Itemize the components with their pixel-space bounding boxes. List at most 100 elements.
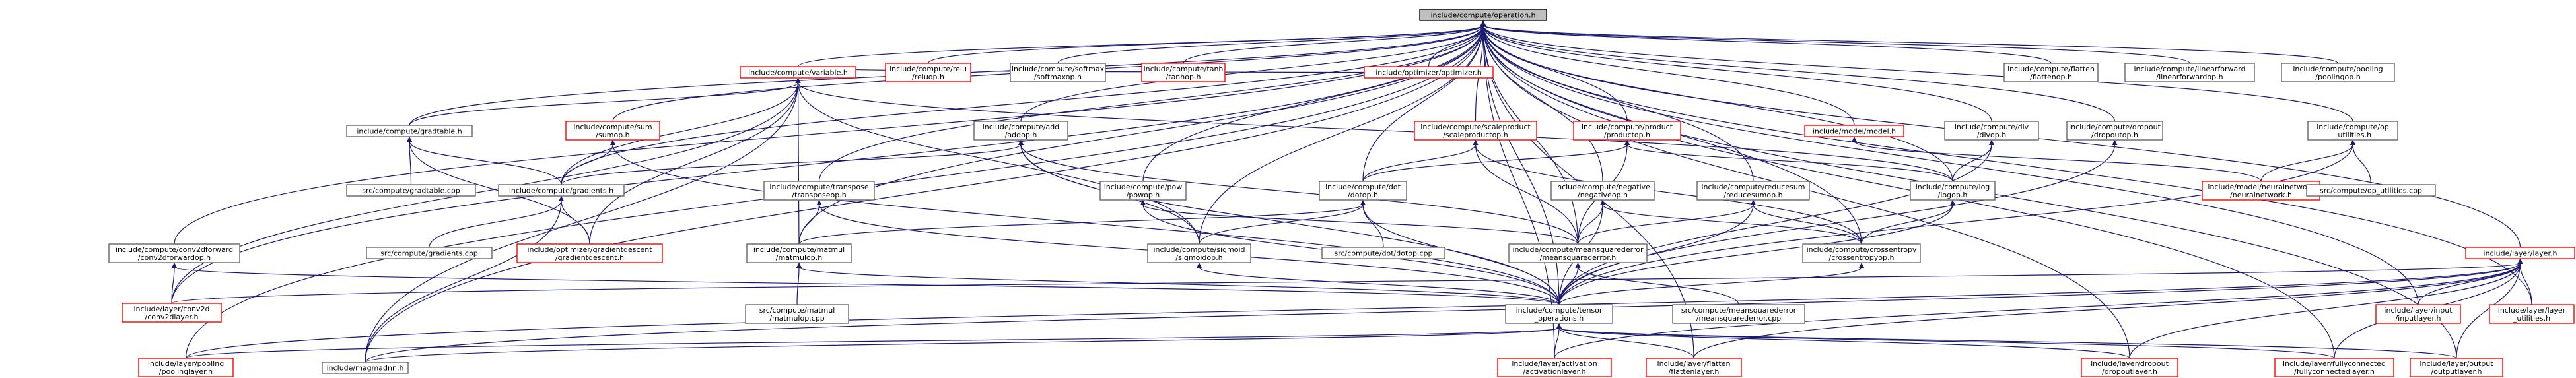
node-div-label-1: /divop.h <box>1977 131 2006 139</box>
edge-conv2dlayer-to-root <box>171 24 1484 304</box>
node-outputlayer[interactable]: include/layer/output/outputlayer.h <box>2410 358 2503 377</box>
edge-tensor_ops-to-dropout <box>1558 144 2116 305</box>
node-div[interactable]: include/compute/div/divop.h <box>1944 121 2039 141</box>
node-scaleproduct[interactable]: include/compute/scaleproduct/scaleproduc… <box>1414 121 1537 141</box>
node-gradientdescent-label-0: include/optimizer/gradientdescent <box>527 245 652 254</box>
edge-tanh-to-root <box>1183 24 1484 64</box>
node-meansquared_cpp-label-1: /meansquarederror.cpp <box>1696 314 1782 323</box>
node-sigmoid[interactable]: include/compute/sigmoid/sigmoidop.h <box>1147 243 1251 263</box>
node-dropoutlayer[interactable]: include/layer/dropout/dropoutlayer.h <box>2081 358 2178 377</box>
node-meansquared_cpp[interactable]: src/compute/meansquarederror/meansquared… <box>1672 304 1805 324</box>
node-tanh-label-1: /tanhop.h <box>1166 73 1201 81</box>
node-log-label-1: /logop.h <box>1938 191 1968 199</box>
node-crossentropy[interactable]: include/compute/crossentropy/crossentrop… <box>1802 243 1921 263</box>
node-transpose[interactable]: include/compute/transpose/transposeop.h <box>763 181 875 201</box>
node-matmul_cpp[interactable]: src/compute/matmul/matmulop.cpp <box>745 304 849 324</box>
node-gradtable_cpp[interactable]: src/compute/gradtable.cpp <box>346 184 476 197</box>
edge-gradtable-to-variable <box>409 82 799 126</box>
node-product[interactable]: include/compute/product/productop.h <box>1573 121 1681 141</box>
node-gradients_cpp-label-0: src/compute/gradients.cpp <box>380 249 478 258</box>
edge-dropoutlayer-to-layer <box>2129 263 2521 359</box>
node-tanh[interactable]: include/compute/tanh/tanhop.h <box>1141 63 1226 82</box>
node-gradientdescent-label-1: /gradientdescent.h <box>555 253 624 262</box>
edge-tensor_ops-to-div <box>1558 144 1992 305</box>
edge-neuralnetwork-to-model <box>1854 141 2262 182</box>
node-sum[interactable]: include/compute/sum/sumop.h <box>565 121 660 141</box>
node-model[interactable]: include/model/model.h <box>1804 125 1904 137</box>
edge-linearforward-to-root <box>1482 24 2190 64</box>
node-optimizer-box <box>1364 66 1494 79</box>
edge-transpose-to-root <box>818 24 1484 182</box>
node-magmadnn[interactable]: include/magmadnn.h <box>322 362 409 374</box>
node-dropout[interactable]: include/compute/dropout/dropoutop.h <box>2066 121 2163 141</box>
node-softmax[interactable]: include/compute/softmax/softmaxop.h <box>1010 63 1106 82</box>
edge-outputlayer-to-tensor_ops <box>1558 327 2457 359</box>
node-conv2dforward[interactable]: include/compute/conv2dforward/conv2dforw… <box>108 243 240 263</box>
edge-matmul-to-dot <box>798 204 1364 245</box>
node-neuralnetwork[interactable]: include/model/neuralnetwork/neuralnetwor… <box>2202 181 2320 201</box>
node-flatten[interactable]: include/compute/flatten/flattenop.h <box>2003 63 2099 82</box>
node-gradients_cpp-box <box>366 247 493 259</box>
edge-activation-to-layer <box>1554 263 2521 359</box>
node-reducesum-box <box>1696 181 1810 201</box>
node-pow[interactable]: include/compute/pow/powop.h <box>1099 181 1187 201</box>
node-layer[interactable]: include/layer/layer.h <box>2465 247 2575 259</box>
edge-activation-to-root <box>1482 24 1555 359</box>
node-activation-label-0: include/layer/activation <box>1512 360 1597 368</box>
edge-layer_utilities-to-layer <box>2519 263 2532 305</box>
node-flattenlayer[interactable]: include/layer/flatten/flattenlayer.h <box>1646 358 1742 377</box>
node-variable-label-0: include/compute/variable.h <box>748 69 848 77</box>
arrowhead-tensor_ops-to-dot <box>1360 200 1366 205</box>
node-gradients-box <box>498 184 625 197</box>
node-op_utilities_cpp-label-0: src/compute/op_utilities.cpp <box>2320 187 2422 195</box>
node-dot_cpp[interactable]: src/compute/dot/dotop.cpp <box>1321 247 1445 259</box>
node-gradientdescent[interactable]: include/optimizer/gradientdescent/gradie… <box>516 243 663 263</box>
node-meansquared[interactable]: include/compute/meansquarederror/meansqu… <box>1508 243 1648 263</box>
node-reducesum[interactable]: include/compute/reducesum/reducesumop.h <box>1696 181 1810 201</box>
edge-fullyconnected-to-tensor_ops <box>1558 327 2335 359</box>
node-tensor_ops[interactable]: include/compute/tensor_operations.h <box>1505 304 1613 324</box>
node-dot[interactable]: include/compute/dot/dotop.h <box>1319 181 1407 201</box>
node-log[interactable]: include/compute/log/logop.h <box>1910 181 1996 201</box>
node-gradientdescent-box <box>516 243 663 263</box>
node-optimizer[interactable]: include/optimizer/optimizer.h <box>1364 66 1494 79</box>
node-negative[interactable]: include/compute/negative/negativeop.h <box>1550 181 1655 201</box>
node-linearforward[interactable]: include/compute/linearforward/linearforw… <box>2124 63 2255 82</box>
node-layer_utilities[interactable]: include/layer/layer_utilities.h <box>2489 304 2575 324</box>
node-variable[interactable]: include/compute/variable.h <box>740 66 856 79</box>
node-fullyconnected[interactable]: include/layer/fullyconnected/fullyconnec… <box>2274 358 2394 377</box>
node-gradtable[interactable]: include/compute/gradtable.h <box>346 125 473 137</box>
node-gradients[interactable]: include/compute/gradients.h <box>498 184 625 197</box>
node-negative-box <box>1550 181 1655 201</box>
edge-pow-to-root <box>1142 24 1484 182</box>
node-root[interactable]: include/compute/operation.h <box>1419 9 1547 21</box>
node-pooling[interactable]: include/compute/pooling/poolingop.h <box>2281 63 2395 82</box>
node-add[interactable]: include/compute/add/addop.h <box>973 121 1068 141</box>
node-matmul-label-0: include/compute/matmul <box>753 245 845 254</box>
node-activation[interactable]: include/layer/activation/activationlayer… <box>1497 358 1612 377</box>
node-input[interactable]: include/layer/input/inputlayer.h <box>2375 304 2461 324</box>
node-matmul[interactable]: include/compute/matmul/matmulop.h <box>746 243 852 263</box>
node-op_utilities[interactable]: include/compute/op_utilities.h <box>2307 121 2398 141</box>
node-op_utilities_cpp[interactable]: src/compute/op_utilities.cpp <box>2306 184 2436 197</box>
edge-dot-to-scaleproduct <box>1362 144 1477 182</box>
edge-conv2dlayer-to-layer <box>171 263 2521 304</box>
arrowhead-tensor_ops-to-negative <box>1600 200 1605 205</box>
node-gradients_cpp[interactable]: src/compute/gradients.cpp <box>366 247 493 259</box>
node-conv2dlayer[interactable]: include/layer/conv2d/conv2dlayer.h <box>122 303 222 323</box>
node-log-label-0: include/compute/log <box>1916 183 1990 191</box>
arrowhead-tensor_ops-to-crossentropy <box>1859 263 1864 268</box>
edge-matmul_cpp-to-matmul <box>796 267 800 305</box>
edge-sigmoid-to-dot <box>1199 204 1364 245</box>
node-meansquared-label-0: include/compute/meansquarederror <box>1512 245 1644 254</box>
edge-poolinglayer-to-layer <box>185 263 2521 359</box>
node-matmul-box <box>746 243 852 263</box>
edge-outputlayer-to-layer <box>2456 263 2521 359</box>
node-poolinglayer[interactable]: include/layer/pooling/poolinglayer.h <box>138 358 234 377</box>
edge-meansquared-to-pow <box>1142 204 1579 245</box>
node-relu[interactable]: include/compute/relu/reluop.h <box>885 63 971 82</box>
node-add-label-0: include/compute/add <box>983 123 1060 131</box>
node-layer_utilities-box <box>2489 304 2575 324</box>
node-sigmoid-label-0: include/compute/sigmoid <box>1153 245 1245 254</box>
node-flattenlayer-label-1: /flattenlayer.h <box>1669 367 1720 376</box>
